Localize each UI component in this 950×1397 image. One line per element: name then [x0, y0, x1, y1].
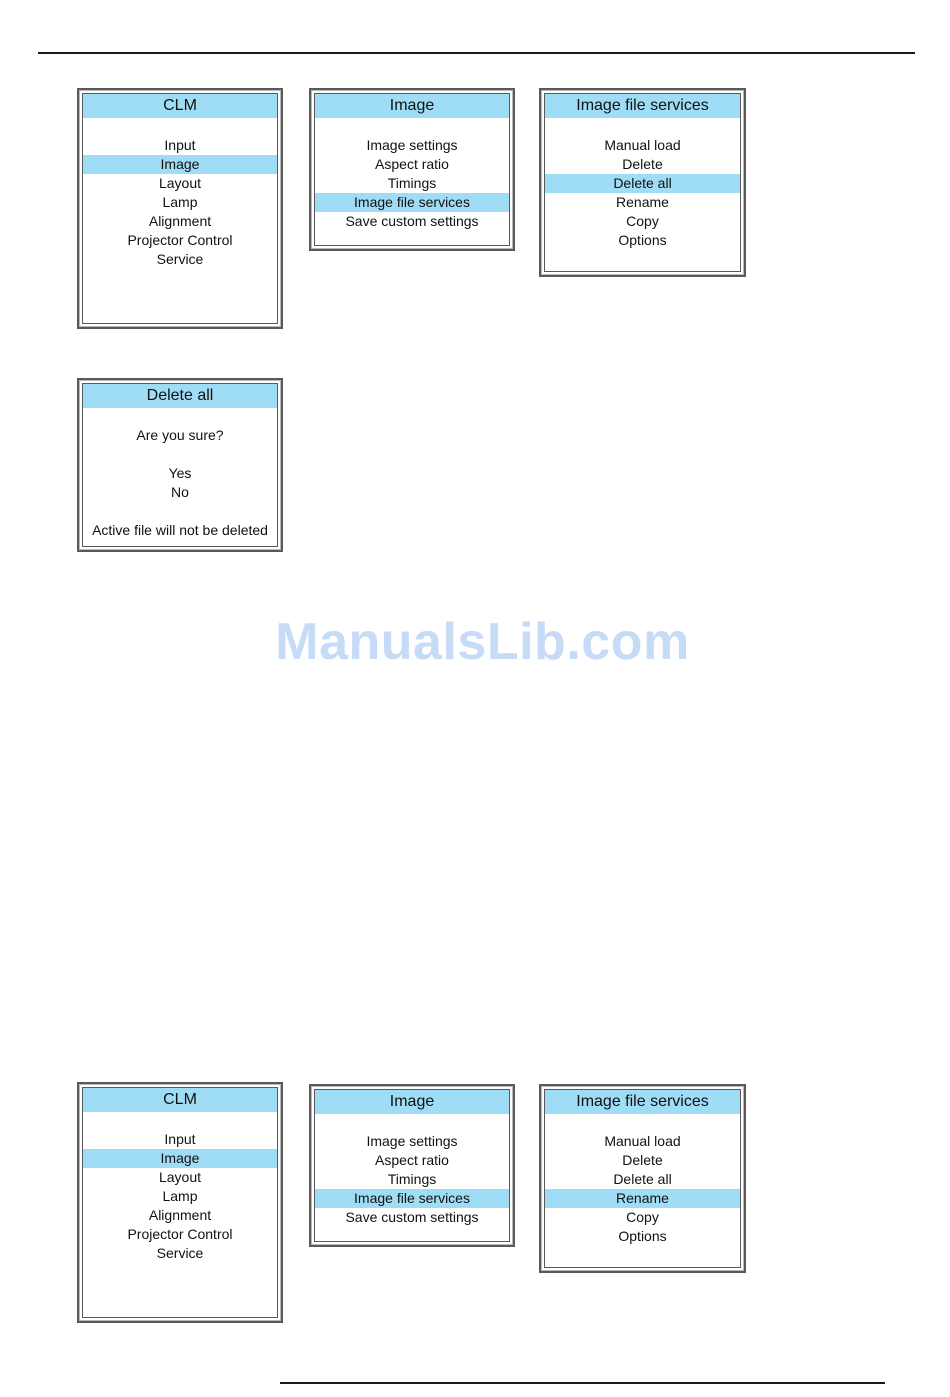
menu-item-projector-control[interactable]: Projector Control	[127, 232, 233, 248]
delete-all-dialog: Delete all Are you sure? Yes No Active f…	[77, 378, 283, 552]
active-file-note: Active file will not be deleted	[92, 522, 268, 538]
image-file-services-menu: Image file services Manual load Delete D…	[539, 1084, 746, 1273]
menu-item-lamp[interactable]: Lamp	[162, 194, 198, 210]
menu-item-delete-all[interactable]: Delete all	[613, 1171, 672, 1187]
top-rule	[38, 52, 915, 54]
menu-list: Manual load Delete Delete all Rename Cop…	[545, 1132, 740, 1246]
image-menu: Image Image settings Aspect ratio Timing…	[309, 1084, 515, 1247]
menu-item-lamp[interactable]: Lamp	[162, 1188, 198, 1204]
menu-item-manual-load[interactable]: Manual load	[604, 137, 681, 153]
menu-item-service[interactable]: Service	[156, 251, 204, 267]
bottom-rule	[280, 1382, 885, 1384]
menu-item-delete-all[interactable]: Delete all	[545, 174, 740, 193]
confirm-question: Are you sure?	[136, 427, 224, 443]
menu-item-delete[interactable]: Delete	[622, 156, 663, 172]
menu-item-options[interactable]: Options	[618, 232, 667, 248]
menu-item-image[interactable]: Image	[83, 1149, 277, 1168]
menu-item-image-file-services[interactable]: Image file services	[315, 1189, 509, 1208]
clm-menu: CLM Input Image Layout Lamp Alignment Pr…	[77, 88, 283, 329]
menu-item-manual-load[interactable]: Manual load	[604, 1133, 681, 1149]
watermark: ManualsLib.com	[275, 613, 690, 671]
menu-title: Image file services	[545, 1090, 740, 1114]
menu-item-input[interactable]: Input	[164, 137, 196, 153]
clm-menu: CLM Input Image Layout Lamp Alignment Pr…	[77, 1082, 283, 1323]
spacer	[83, 502, 277, 521]
menu-item-timings[interactable]: Timings	[387, 175, 437, 191]
dialog-body: Are you sure? Yes No Active file will no…	[83, 426, 277, 540]
menu-item-alignment[interactable]: Alignment	[148, 1207, 212, 1223]
menu-list: Image settings Aspect ratio Timings Imag…	[315, 1132, 509, 1227]
menu-item-options[interactable]: Options	[618, 1228, 667, 1244]
menu-list: Manual load Delete Delete all Rename Cop…	[545, 136, 740, 250]
menu-item-input[interactable]: Input	[164, 1131, 196, 1147]
menu-item-aspect-ratio[interactable]: Aspect ratio	[375, 156, 449, 172]
menu-item-rename[interactable]: Rename	[616, 194, 669, 210]
menu-item-timings[interactable]: Timings	[387, 1171, 437, 1187]
no-option[interactable]: No	[171, 484, 189, 500]
menu-item-copy[interactable]: Copy	[626, 1209, 659, 1225]
menu-item-rename[interactable]: Rename	[545, 1189, 740, 1208]
menu-item-layout[interactable]: Layout	[158, 1169, 202, 1185]
menu-list: Input Image Layout Lamp Alignment Projec…	[83, 136, 277, 269]
menu-title: Image	[315, 94, 509, 118]
image-file-services-menu: Image file services Manual load Delete D…	[539, 88, 746, 277]
menu-item-projector-control[interactable]: Projector Control	[127, 1226, 233, 1242]
menu-item-aspect-ratio[interactable]: Aspect ratio	[375, 1152, 449, 1168]
menu-item-save-custom-settings[interactable]: Save custom settings	[345, 213, 479, 229]
menu-list: Image settings Aspect ratio Timings Imag…	[315, 136, 509, 231]
menu-item-image[interactable]: Image	[83, 155, 277, 174]
menu-item-delete[interactable]: Delete	[622, 1152, 663, 1168]
spacer	[83, 445, 277, 464]
menu-title: Image file services	[545, 94, 740, 118]
menu-item-layout[interactable]: Layout	[158, 175, 202, 191]
dialog-title: Delete all	[83, 384, 277, 408]
menu-item-image-settings[interactable]: Image settings	[366, 1133, 458, 1149]
menu-title: Image	[315, 1090, 509, 1114]
menu-item-copy[interactable]: Copy	[626, 213, 659, 229]
image-menu: Image Image settings Aspect ratio Timing…	[309, 88, 515, 251]
menu-item-alignment[interactable]: Alignment	[148, 213, 212, 229]
menu-item-service[interactable]: Service	[156, 1245, 204, 1261]
menu-item-image-file-services[interactable]: Image file services	[315, 193, 509, 212]
menu-title: CLM	[83, 1088, 277, 1112]
menu-list: Input Image Layout Lamp Alignment Projec…	[83, 1130, 277, 1263]
menu-item-save-custom-settings[interactable]: Save custom settings	[345, 1209, 479, 1225]
menu-item-image-settings[interactable]: Image settings	[366, 137, 458, 153]
menu-title: CLM	[83, 94, 277, 118]
yes-option[interactable]: Yes	[168, 465, 192, 481]
